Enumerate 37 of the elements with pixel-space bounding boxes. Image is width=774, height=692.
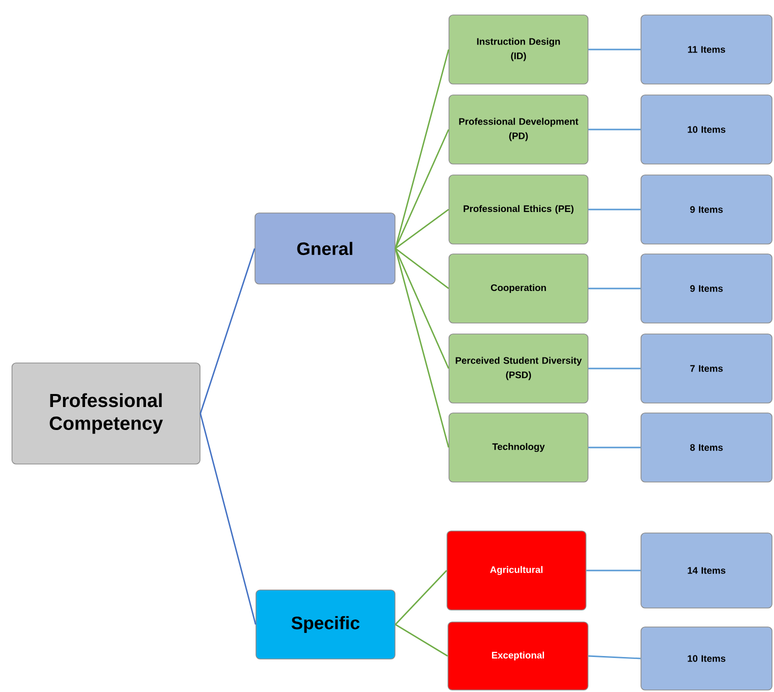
- item-count-box: 10 Items: [640, 626, 772, 690]
- connector-line: [394, 129, 450, 249]
- connector-line: [200, 248, 256, 414]
- item-count-box: 10 Items: [640, 94, 772, 164]
- connector-line: [200, 413, 256, 625]
- category-box: Professional Ethics (PE): [448, 174, 588, 244]
- item-count-box: 9 Items: [640, 174, 772, 244]
- connector-line: [588, 48, 641, 50]
- category-box: Professional Development (PD): [448, 94, 588, 164]
- connector-line: [588, 655, 641, 660]
- root-box: Professional Competency: [12, 362, 200, 464]
- item-count-box: 7 Items: [640, 334, 772, 404]
- connector-line: [394, 570, 448, 625]
- item-count-box: 8 Items: [640, 412, 772, 482]
- branch-box: Specific: [256, 590, 396, 660]
- connector-line: [394, 248, 450, 369]
- connector-line: [395, 208, 450, 250]
- item-count-box: 9 Items: [640, 254, 772, 324]
- category-box: Perceived Student Diversity (PSD): [448, 334, 588, 404]
- connector-line: [394, 49, 450, 249]
- branch-box: Gneral: [254, 212, 396, 284]
- connector-line: [394, 248, 450, 290]
- connector-line: [588, 208, 641, 210]
- category-box: Agricultural: [446, 530, 586, 610]
- connector-line: [588, 128, 641, 130]
- connector-line: [588, 446, 641, 448]
- item-count-box: 14 Items: [640, 532, 772, 608]
- category-box: Instruction Design (ID): [448, 14, 588, 84]
- connector-line: [588, 288, 641, 290]
- connector-line: [395, 624, 448, 657]
- category-box: Exceptional: [448, 622, 588, 690]
- category-box: Technology: [448, 412, 588, 482]
- connector-line: [586, 570, 641, 572]
- connector-line: [588, 368, 641, 370]
- item-count-box: 11 Items: [640, 14, 772, 84]
- connector-line: [394, 248, 450, 448]
- category-box: Cooperation: [448, 254, 588, 324]
